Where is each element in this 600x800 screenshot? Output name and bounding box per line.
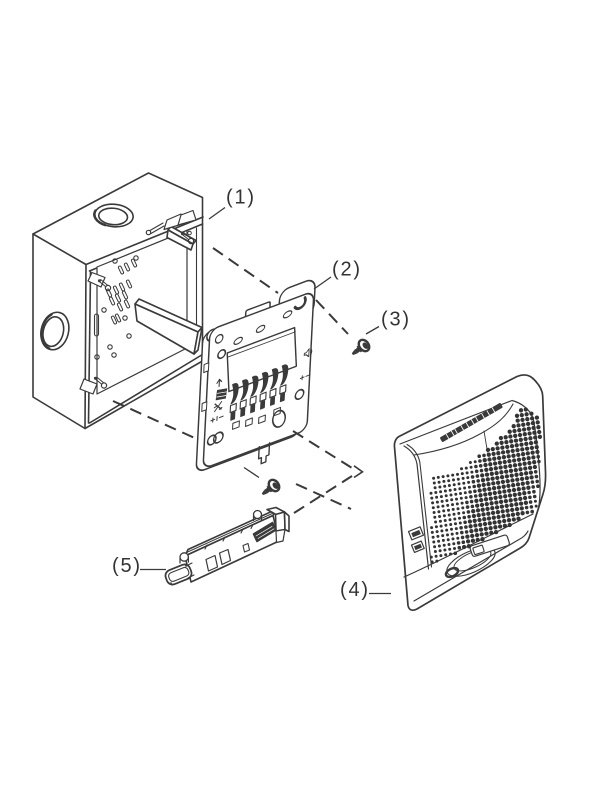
svg-text:(1): (1): [226, 187, 256, 209]
svg-text:(5): (5): [112, 555, 142, 577]
svg-text:(2): (2): [332, 259, 362, 281]
svg-text:(4): (4): [340, 579, 370, 601]
svg-text:(3): (3): [381, 309, 411, 331]
